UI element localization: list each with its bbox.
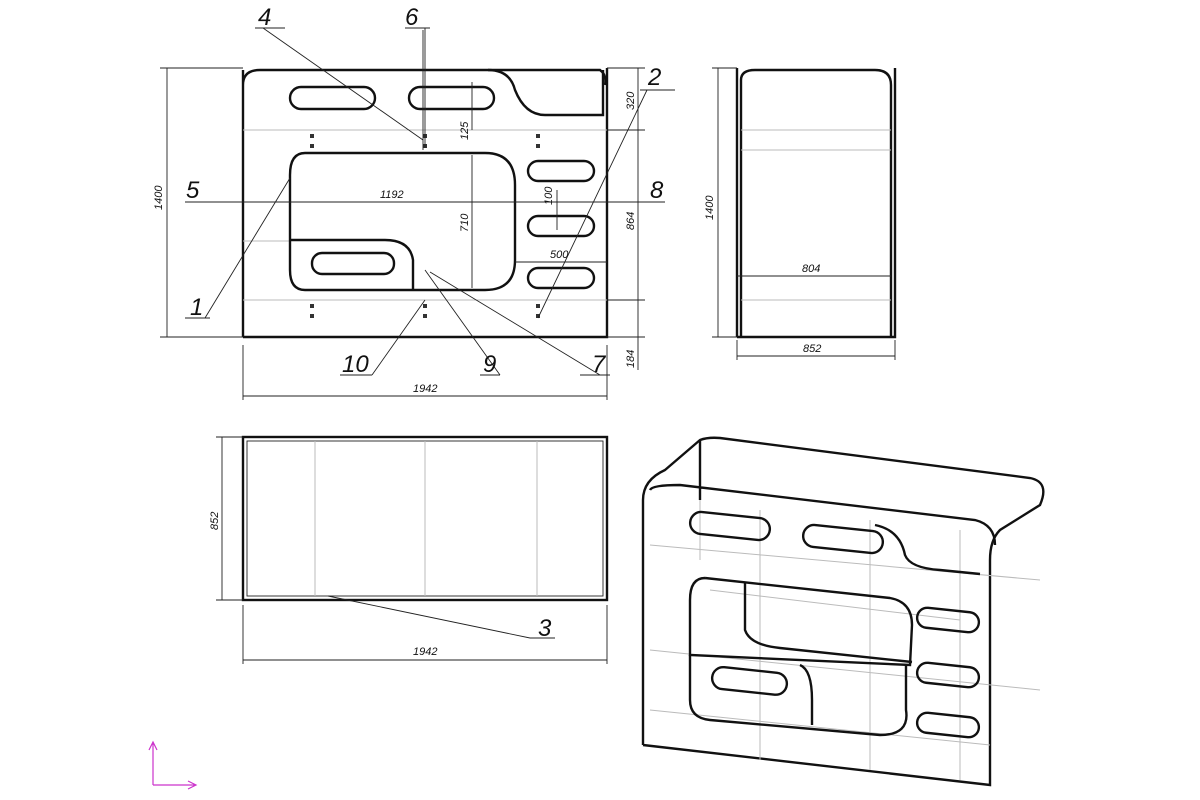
callout-6: 6 — [405, 4, 419, 31]
callout-10: 10 — [342, 351, 369, 378]
dim-front-width: 1942 — [413, 383, 437, 395]
dim-side-depth: 852 — [803, 343, 821, 355]
callout-1: 1 — [190, 294, 203, 321]
isometric-view — [641, 436, 1045, 787]
side-view: 1400 804 852 — [704, 67, 897, 360]
dim-bottom: 184 — [625, 350, 637, 368]
top-view: 852 1942 3 — [209, 435, 609, 664]
dim-top-width: 1942 — [413, 646, 437, 658]
dim-slot-gap: 100 — [543, 186, 555, 205]
callout-4: 4 — [258, 4, 271, 31]
callout-5: 5 — [186, 177, 200, 204]
dim-shelf-gap: 125 — [459, 121, 471, 140]
dim-side-inner: 804 — [802, 263, 820, 275]
dim-side-height: 1400 — [704, 195, 716, 220]
dim-top-depth: 852 — [209, 512, 221, 530]
dim-middle: 864 — [625, 212, 637, 230]
dim-slot-width: 500 — [550, 249, 569, 261]
callout-3: 3 — [538, 615, 552, 642]
callout-2: 2 — [647, 64, 661, 91]
dim-front-height: 1400 — [153, 185, 165, 210]
front-view: 1400 1942 320 864 184 1192 710 125 100 5… — [153, 4, 675, 400]
dim-opening-height: 710 — [459, 213, 471, 232]
dim-opening-width: 1192 — [380, 189, 404, 201]
dim-top: 320 — [625, 91, 637, 110]
callout-7: 7 — [592, 351, 607, 378]
callout-8: 8 — [650, 177, 664, 204]
axis-indicator — [148, 740, 198, 790]
callout-9: 9 — [483, 351, 496, 378]
